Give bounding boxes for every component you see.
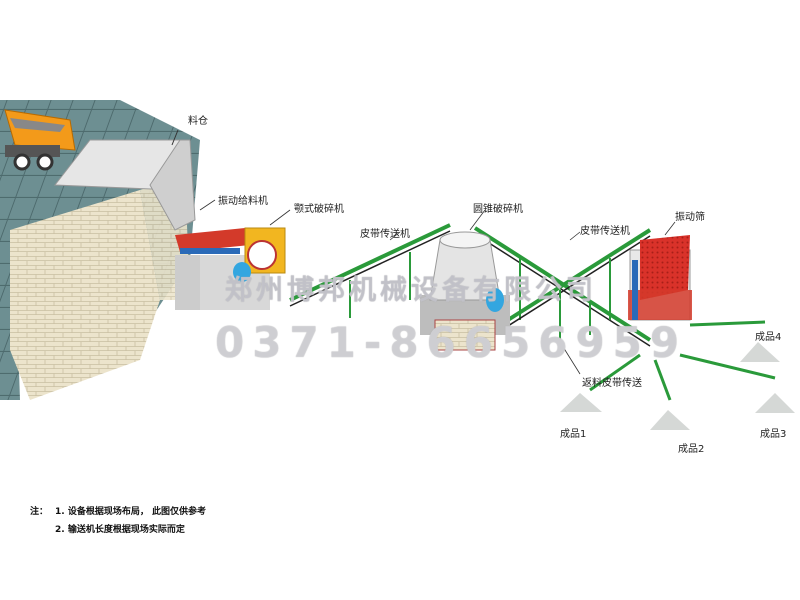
product-piles xyxy=(560,342,795,430)
label-hopper: 料仓 xyxy=(188,116,208,127)
watermark-company: 郑州博邦机械设备有限公司 xyxy=(225,275,597,306)
label-vibrating-screen: 振动筛 xyxy=(675,212,705,223)
label-product-1: 成品1 xyxy=(560,429,587,440)
leader-lines xyxy=(199,199,676,375)
pile-4 xyxy=(740,342,780,362)
product-conveyors xyxy=(589,320,776,401)
watermark-phone: 0371-86656959 xyxy=(215,318,688,367)
note-line-2: 2. 输送机长度根据现场实际而定 xyxy=(55,525,185,535)
vibrating-screen xyxy=(628,235,692,321)
label-cone-crusher: 圆锥破碎机 xyxy=(473,204,523,215)
jaw-crusher xyxy=(200,227,286,310)
cone-crusher xyxy=(420,231,510,351)
pile-2 xyxy=(650,410,690,430)
label-belt-conveyor-2: 皮带传送机 xyxy=(580,226,630,237)
note-line-1: 1. 设备根据现场布局， 此图仅供参考 xyxy=(55,507,206,517)
label-jaw-crusher: 颚式破碎机 xyxy=(294,204,344,215)
hopper xyxy=(54,129,196,231)
label-product-3: 成品3 xyxy=(760,429,787,440)
label-vibrating-feeder: 振动给料机 xyxy=(218,196,268,207)
return-belt-conveyor xyxy=(498,228,652,340)
conveyors xyxy=(289,223,776,401)
dump-truck xyxy=(4,109,76,171)
pile-1 xyxy=(560,393,602,412)
label-belt-conveyor-1: 皮带传送机 xyxy=(360,229,410,240)
belt-conveyor-1 xyxy=(289,223,451,318)
label-product-2: 成品2 xyxy=(678,444,705,455)
label-product-4: 成品4 xyxy=(755,332,782,343)
pile-3 xyxy=(755,393,795,413)
label-return-conveyor: 返料皮带传送 xyxy=(582,378,642,389)
notes-prefix: 注： xyxy=(30,507,49,517)
